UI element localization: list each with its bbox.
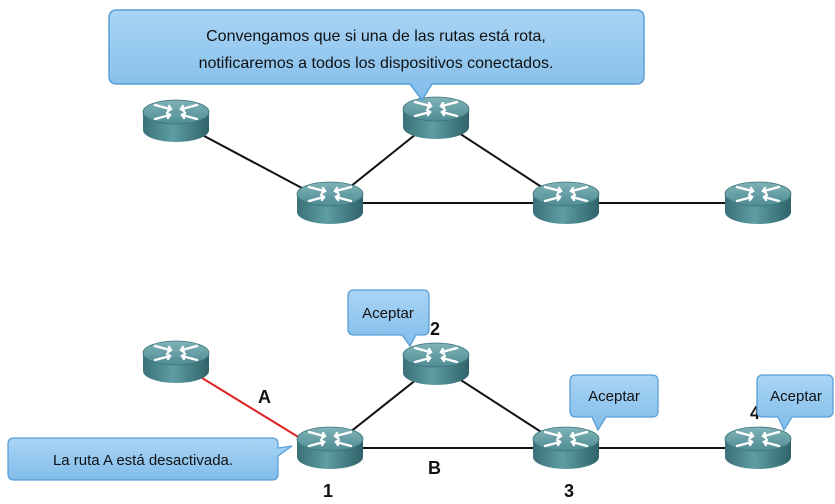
route-down-message: La ruta A está desactivada. xyxy=(53,452,233,469)
accept-label: Aceptar xyxy=(362,305,414,322)
router-label-4: 4 xyxy=(750,403,760,423)
callout-line-2: notificaremos a todos los dispositivos c… xyxy=(199,55,554,72)
accept-callout-3: Aceptar xyxy=(569,374,659,432)
router-label-2: 2 xyxy=(430,319,440,339)
bottom-diagram: A B 1 2 3 4 Aceptar Aceptar Aceptar La r… xyxy=(7,289,834,501)
router-icon xyxy=(723,425,793,471)
router-icon xyxy=(295,425,365,471)
router-label-1: 1 xyxy=(323,481,333,501)
link-b-label: B xyxy=(428,458,441,478)
link-a-label: A xyxy=(258,387,271,407)
router-icon xyxy=(141,339,211,385)
router-icon xyxy=(531,425,601,471)
router-icon xyxy=(401,341,471,387)
callout-line-1: Convengamos que si una de las rutas está… xyxy=(206,28,546,45)
accept-label: Aceptar xyxy=(770,388,822,405)
accept-label: Aceptar xyxy=(588,388,640,405)
router-icon xyxy=(531,180,601,226)
top-callout: Convengamos que si una de las rutas está… xyxy=(108,9,645,102)
router-icon xyxy=(141,98,211,144)
route-down-callout: La ruta A está desactivada. xyxy=(7,437,293,481)
router-icon xyxy=(295,180,365,226)
top-diagram: Convengamos que si una de las rutas está… xyxy=(108,9,793,226)
router-label-3: 3 xyxy=(564,481,574,501)
router-icon xyxy=(723,180,793,226)
router-icon xyxy=(401,95,471,141)
accept-callout-4: Aceptar xyxy=(756,374,834,432)
accept-callout-2: Aceptar xyxy=(347,289,430,348)
